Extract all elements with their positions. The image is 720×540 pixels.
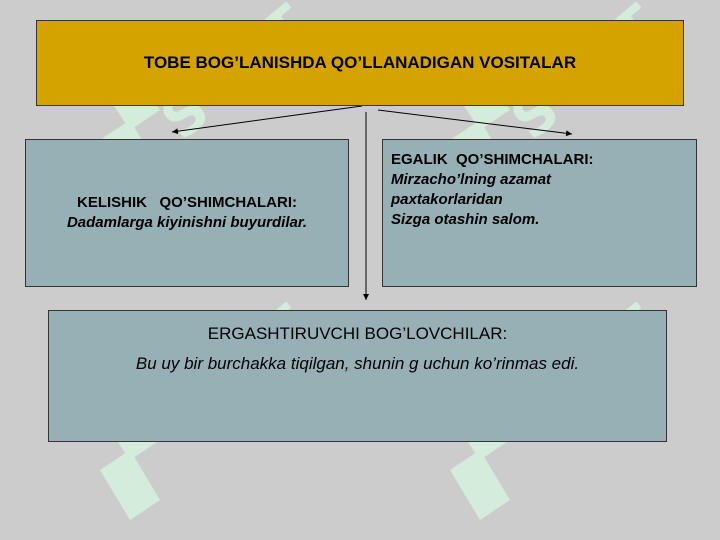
title-box: TOBE BOG’LANISHDA QO’LLANADIGAN VOSITALA… [36,20,684,106]
case-suffixes-box: KELISHIK QO’SHIMCHALARI: Dadamlarga kiyi… [25,139,349,287]
diagram-title: TOBE BOG’LANISHDA QO’LLANADIGAN VOSITALA… [143,53,577,72]
possessive-suffixes-heading: EGALIK QO’SHIMCHALARI: [391,151,594,168]
arrow-to-right [377,109,573,137]
conjunctions-example: Bu uy bir burchakka tiqilgan, shunin g u… [135,354,580,373]
case-suffixes-heading: KELISHIK QO’SHIMCHALARI: [77,194,297,211]
possessive-suffixes-box: EGALIK QO’SHIMCHALARI: Mirzacho’lning az… [382,139,697,287]
possessive-example-line-3: Sizga otashin salom. [391,211,540,228]
possessive-example-line-1: Mirzacho’lning azamat [391,171,552,188]
arrow-to-left [171,105,363,135]
case-suffixes-example: Dadamlarga kiyinishni buyurdilar. [66,214,308,231]
conjunctions-heading: ERGASHTIRUVCHI BOG’LOVCHILAR: [207,324,508,343]
possessive-example-line-2: paxtakorlaridan [391,191,503,208]
subordinating-conjunctions-box: ERGASHTIRUVCHI BOG’LOVCHILAR: Bu uy bir … [48,310,667,442]
